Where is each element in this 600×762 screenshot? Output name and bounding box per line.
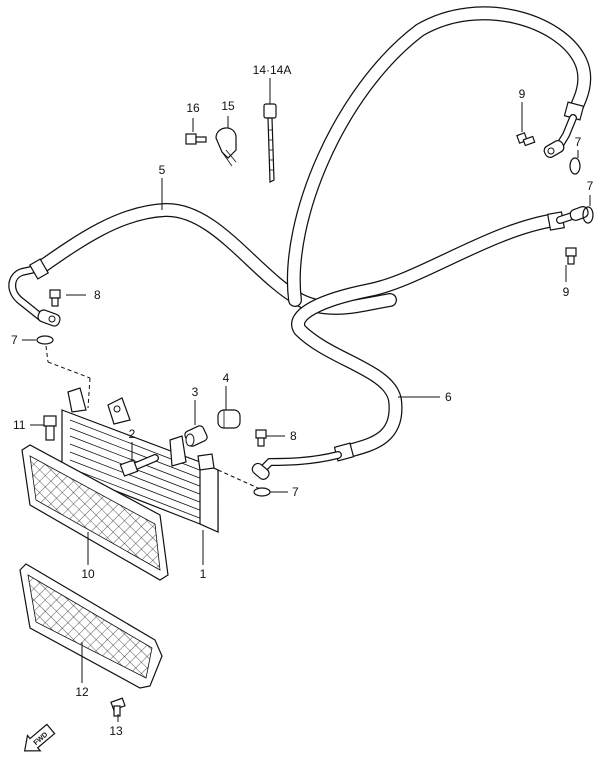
- fwd-arrow-icon: FWD: [23, 723, 56, 752]
- bolt-9-lower: [565, 247, 577, 265]
- screw-13: [110, 697, 126, 717]
- callout-9-lower: 9: [563, 285, 570, 299]
- bolt-2: [119, 454, 159, 477]
- leader-lines: [22, 78, 591, 722]
- bolt-8-left: [49, 289, 61, 307]
- callout-8-right: 8: [290, 429, 297, 443]
- callout-6: 6: [445, 390, 452, 404]
- clamp-15: [215, 127, 237, 167]
- callout-11: 11: [13, 418, 26, 432]
- o-ring-7-lower: [582, 206, 594, 224]
- cushion-3: [184, 425, 208, 447]
- oil-cooler-hose-6: [251, 206, 589, 480]
- callout-7-upper: 7: [575, 135, 582, 149]
- bolt-16: [185, 133, 207, 145]
- o-ring-7-upper: [569, 157, 581, 175]
- cooler-guard-12: [19, 563, 163, 689]
- o-ring-7-right: [253, 487, 271, 497]
- callout-16: 16: [186, 101, 200, 115]
- cable-tie-14: [263, 103, 277, 183]
- callout-7-right: 7: [292, 485, 299, 499]
- bolt-9-upper: [516, 132, 536, 147]
- callout-10: 10: [81, 567, 95, 581]
- bolt-11: [43, 415, 57, 441]
- bolt-8-right: [255, 429, 267, 447]
- callout-1: 1: [200, 567, 207, 581]
- callout-7-left: 7: [11, 333, 18, 347]
- callout-9-upper: 9: [519, 87, 526, 101]
- callout-14-14a: 14·14A: [253, 63, 292, 77]
- grommet-4: [217, 409, 241, 429]
- callout-7-lower: 7: [587, 179, 594, 193]
- callout-8-left: 8: [94, 288, 101, 302]
- o-ring-7-left: [36, 335, 54, 345]
- callout-4: 4: [223, 371, 230, 385]
- cooler-cover-10: [21, 444, 169, 581]
- oil-cooler-core: [61, 387, 219, 533]
- callouts: 5 8 7 3 4 2 11 8 6 7 10 1 12 13 16 15 14…: [11, 63, 594, 738]
- callout-15: 15: [221, 99, 235, 113]
- callout-12: 12: [75, 685, 89, 699]
- callout-13: 13: [109, 724, 123, 738]
- oil-cooler-hose-5: [8, 202, 397, 327]
- callout-3: 3: [192, 385, 199, 399]
- callout-2: 2: [129, 427, 136, 441]
- oil-cooler-hose-upper: [286, 6, 592, 307]
- callout-5: 5: [159, 163, 166, 177]
